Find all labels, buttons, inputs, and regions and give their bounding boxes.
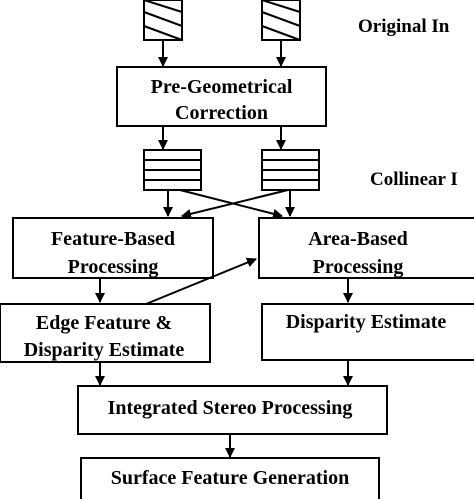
edge-feature-line-1: Edge Feature & [36,312,172,334]
pre-geometrical-line-2: Correction [175,102,268,124]
feature-based-processing-box: Feature-Based Processing [12,217,214,279]
edge-feature-line-2: Disparity Estimate [24,339,185,361]
collinear-image-right-icon [261,149,320,191]
area-based-line-1: Area-Based [308,228,408,250]
original-images-label: Original In [358,16,450,37]
feature-based-line-1: Feature-Based [51,228,175,250]
collinear-images-label: Collinear I [370,169,458,190]
collinear-image-left-icon [143,149,202,191]
pre-geometrical-correction-box: Pre-Geometrical Correction [116,66,327,127]
surface-feature-label: Surface Feature Generation [111,467,349,489]
surface-feature-generation-box: Surface Feature Generation [80,457,380,499]
arrow-collinear-right-to-feature [181,189,289,219]
feature-based-line-2: Processing [68,256,159,278]
pre-geometrical-line-1: Pre-Geometrical [151,76,293,98]
disparity-estimate-box: Disparity Estimate [261,303,474,361]
arrow-edge-to-area [145,257,257,305]
original-image-right-icon [261,0,301,41]
area-based-processing-box: Area-Based Processing [258,217,474,279]
integrated-stereo-processing-box: Integrated Stereo Processing [77,385,388,435]
original-image-left-icon [143,0,183,41]
integrated-stereo-label: Integrated Stereo Processing [108,397,353,419]
edge-feature-disparity-box: Edge Feature & Disparity Estimate [0,303,211,363]
disparity-estimate-label: Disparity Estimate [286,311,447,333]
area-based-line-2: Processing [313,256,404,278]
